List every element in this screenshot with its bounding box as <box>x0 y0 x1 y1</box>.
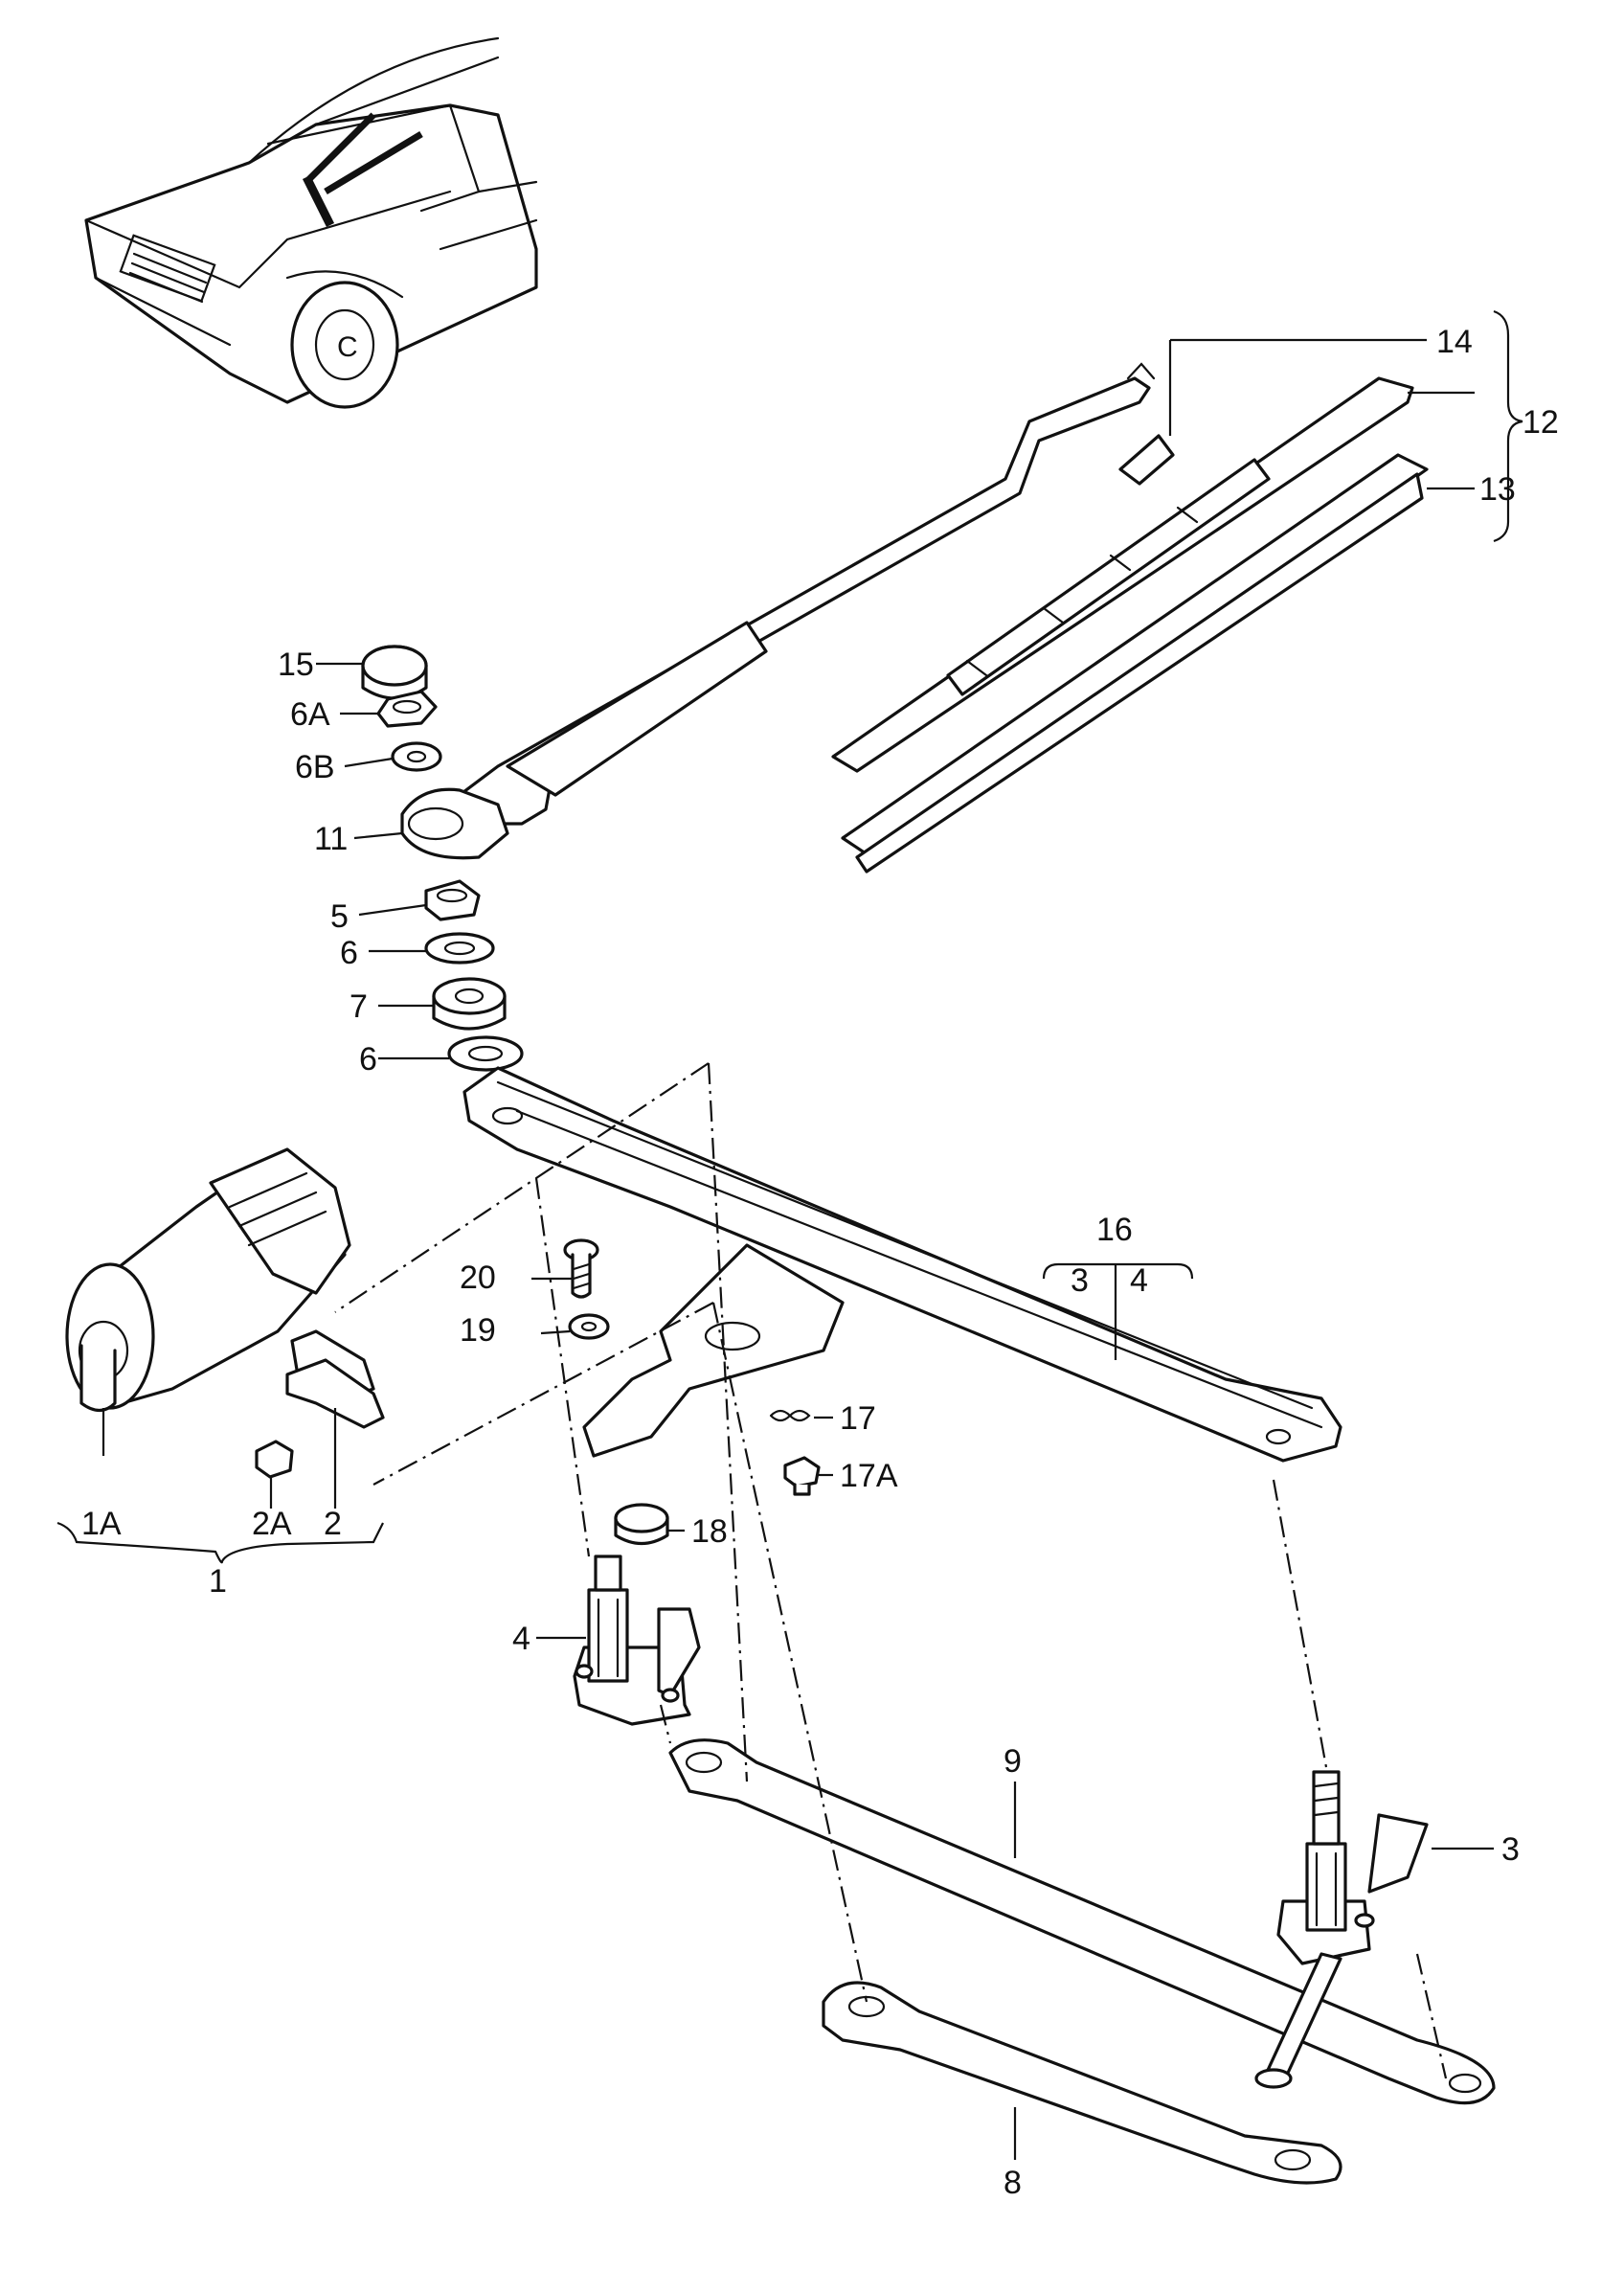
callout-11: 11 <box>314 821 348 857</box>
linkage-rod-9 <box>668 1738 1496 2105</box>
wiper-arm <box>400 362 1156 860</box>
callout-8: 8 <box>1004 2165 1022 2201</box>
callout-16: 16 <box>1096 1212 1133 1248</box>
callout-13: 13 <box>1479 471 1516 508</box>
callout-17: 17 <box>840 1400 876 1437</box>
callout-15: 15 <box>278 647 314 683</box>
callout-12: 12 <box>1522 404 1559 441</box>
callout-1A: 1A <box>81 1506 122 1542</box>
callout-5: 5 <box>330 898 349 935</box>
car-overview-illustration: C <box>84 36 538 409</box>
callout-labels: 15 6A 6B 11 5 6 7 6 14 12 13 16 3 4 20 1… <box>81 324 1559 2201</box>
pivot-4 <box>573 1555 701 1726</box>
wiper-blade-insert <box>841 453 1429 874</box>
cap-15 <box>361 645 428 700</box>
callout-6-upper: 6 <box>340 935 358 971</box>
wiper-frame <box>462 1066 1342 1463</box>
washer-6-upper <box>424 932 495 965</box>
callout-6B: 6B <box>295 749 335 785</box>
assembly-lines <box>334 1062 1448 2079</box>
callout-16-4: 4 <box>1130 1262 1148 1299</box>
callout-16-3: 3 <box>1071 1262 1089 1299</box>
bolt-17A <box>783 1456 821 1496</box>
motor-bracket <box>285 1358 385 1429</box>
clip-17 <box>769 1409 811 1422</box>
grommet-18 <box>614 1503 669 1546</box>
callout-19: 19 <box>460 1312 496 1349</box>
grommet-7 <box>432 977 507 1031</box>
washer-6B <box>391 741 442 772</box>
callout-9: 9 <box>1004 1743 1022 1780</box>
svg-text:C: C <box>337 331 358 363</box>
callout-14: 14 <box>1436 324 1473 360</box>
washer-19 <box>568 1313 610 1340</box>
washer-6-lower <box>447 1035 524 1072</box>
callout-7: 7 <box>350 988 368 1025</box>
nut-5 <box>424 879 481 921</box>
nut-2A <box>255 1440 294 1479</box>
wiper-blade <box>831 376 1414 773</box>
bolt-20 <box>563 1238 599 1299</box>
leader-lines <box>56 309 1523 2160</box>
callout-4: 4 <box>512 1621 530 1657</box>
callout-2A: 2A <box>252 1506 292 1542</box>
callout-3: 3 <box>1501 1831 1520 1868</box>
callout-18: 18 <box>691 1513 728 1550</box>
callout-17A: 17A <box>840 1458 898 1494</box>
callout-6-lower: 6 <box>359 1041 377 1078</box>
callout-1: 1 <box>209 1563 227 1600</box>
pivot-3 <box>1254 1770 1429 2089</box>
callout-6A: 6A <box>290 696 330 733</box>
callout-2: 2 <box>324 1506 342 1542</box>
callout-20: 20 <box>460 1260 496 1296</box>
